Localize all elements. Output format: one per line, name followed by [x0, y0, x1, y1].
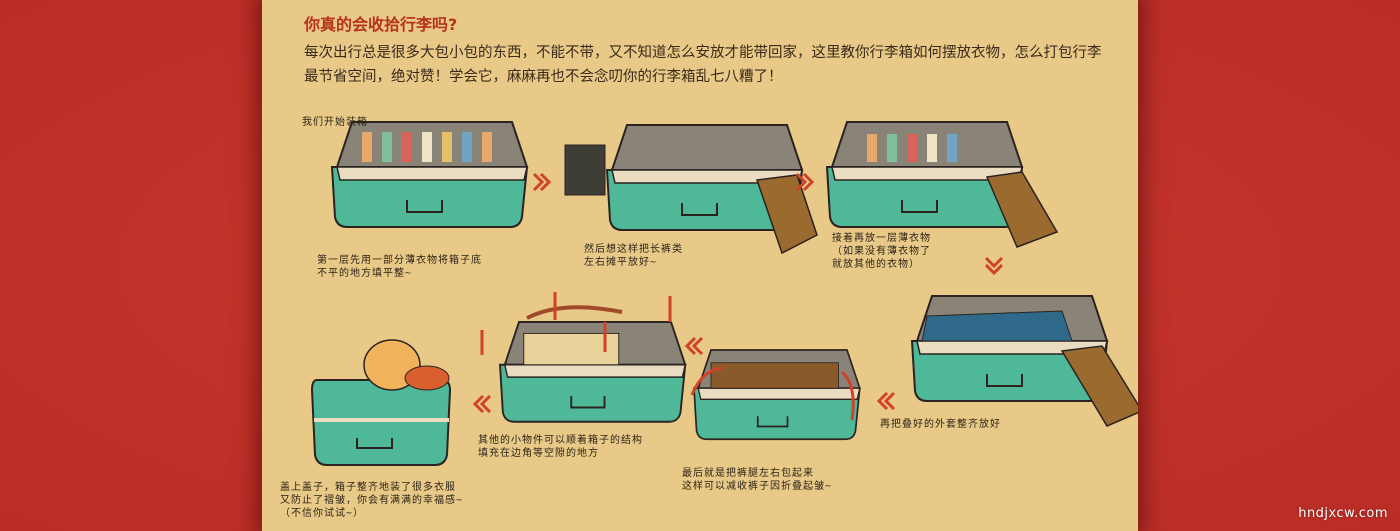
caption-step-2: 然后想这样把长裤类 左右摊平放好~ [584, 244, 683, 268]
arrow-down-icon [984, 256, 1004, 275]
suitcase-step-1 [331, 121, 528, 228]
arrow-right-icon [532, 172, 551, 192]
caption-step-3: 接着再放一层薄衣物 （如果没有薄衣物了 就放其他的衣物） [832, 233, 931, 270]
closed-suitcase [310, 379, 452, 466]
caption-step-7: 盖上盖子，箱子整齐地装了很多衣服 又防止了褶皱，你会有满满的幸福感~ （不信你试… [280, 482, 464, 519]
caption-step-6: 其他的小物件可以顺着箱子的结构 填充在边角等空隙的地方 [478, 435, 643, 459]
suitcase-step-4 [911, 295, 1138, 427]
caption-start: 我们开始装箱~ [302, 117, 376, 128]
article-panel: 你真的会收拾行李吗? 每次出行总是很多大包小包的东西，不能不带，又不知道怎么安放… [262, 0, 1138, 531]
article-intro: 每次出行总是很多大包小包的东西，不能不带，又不知道怎么安放才能带回家，这里教你行… [304, 45, 1102, 85]
caption-step-5: 最后就是把裤腿左右包起来 这样可以减收裤子因折叠起皱~ [682, 468, 833, 492]
caption-step-4: 再把叠好的外套整齐放好 [880, 419, 1001, 430]
arrow-left-icon [877, 391, 896, 411]
curved-arrow-icon [690, 366, 723, 396]
arrow-down-icon [480, 292, 672, 355]
suitcase-step-2 [564, 124, 818, 255]
baby-character [363, 339, 450, 391]
arrow-left-icon [685, 336, 704, 356]
suitcase-step-5 [693, 349, 861, 441]
caption-step-1: 第一层先用一部分薄衣物将箱子底 不平的地方填平整~ [317, 255, 482, 279]
arrow-left-icon [473, 394, 492, 414]
suitcase-step-3 [826, 121, 1059, 248]
suitcase-step-6 [499, 321, 687, 423]
curved-arrow-icon [840, 370, 855, 421]
packing-illustration [310, 121, 1138, 466]
belt-icon [526, 305, 623, 320]
article-title: 你真的会收拾行李吗? [304, 15, 458, 34]
watermark: hndjxcw.com [1298, 506, 1388, 521]
